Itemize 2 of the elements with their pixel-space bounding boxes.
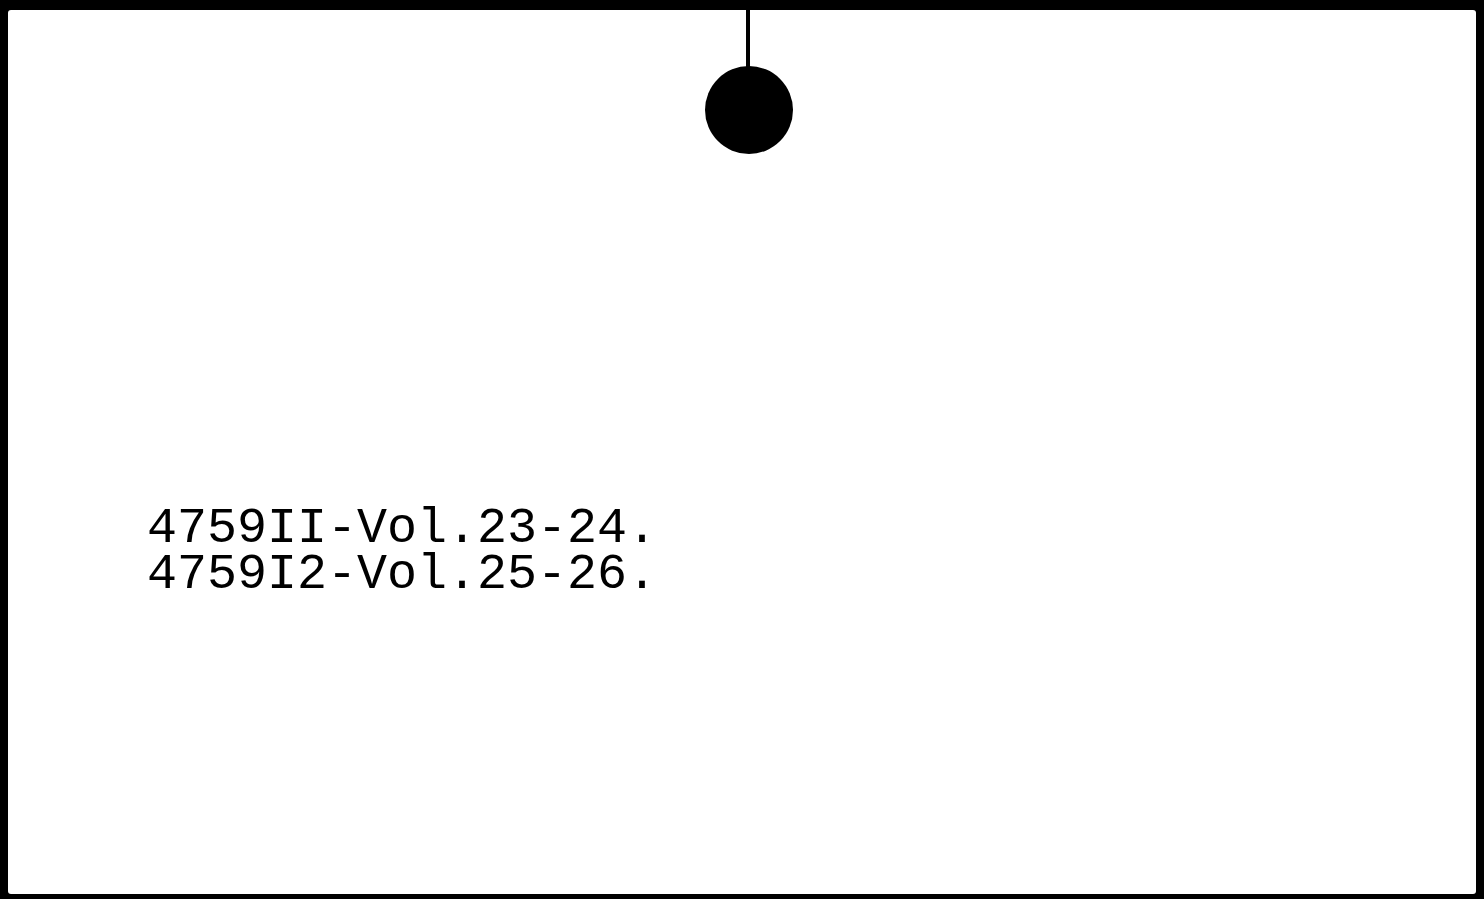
catalog-number: 4759I2-Vol.25-26.	[147, 552, 658, 598]
catalog-number: 4759II-Vol.23-24.	[147, 506, 658, 552]
